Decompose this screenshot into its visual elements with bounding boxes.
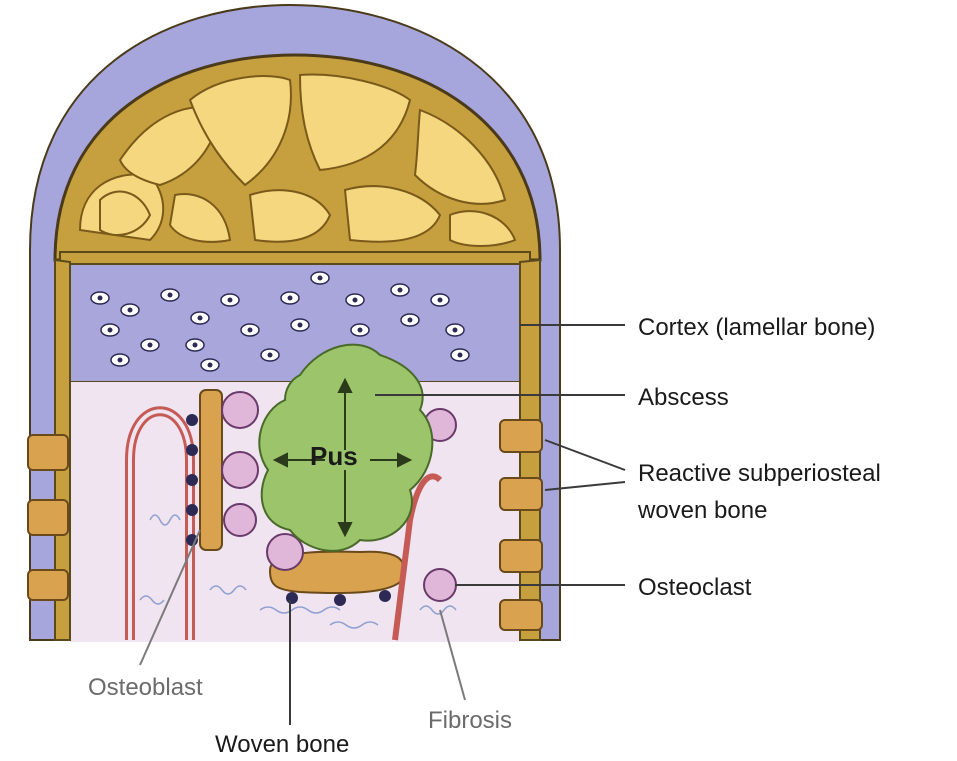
label-woven-bone: Woven bone (215, 731, 349, 758)
label-reactive-line1: Reactive subperiosteal (638, 460, 881, 487)
label-cortex: Cortex (lamellar bone) (638, 314, 875, 341)
pus-label: Pus (310, 441, 358, 471)
label-osteoclast: Osteoclast (638, 574, 752, 601)
label-osteoblast: Osteoblast (88, 674, 203, 701)
label-abscess: Abscess (638, 384, 729, 411)
label-reactive-line2: woven bone (637, 497, 767, 524)
label-fibrosis: Fibrosis (428, 707, 512, 734)
